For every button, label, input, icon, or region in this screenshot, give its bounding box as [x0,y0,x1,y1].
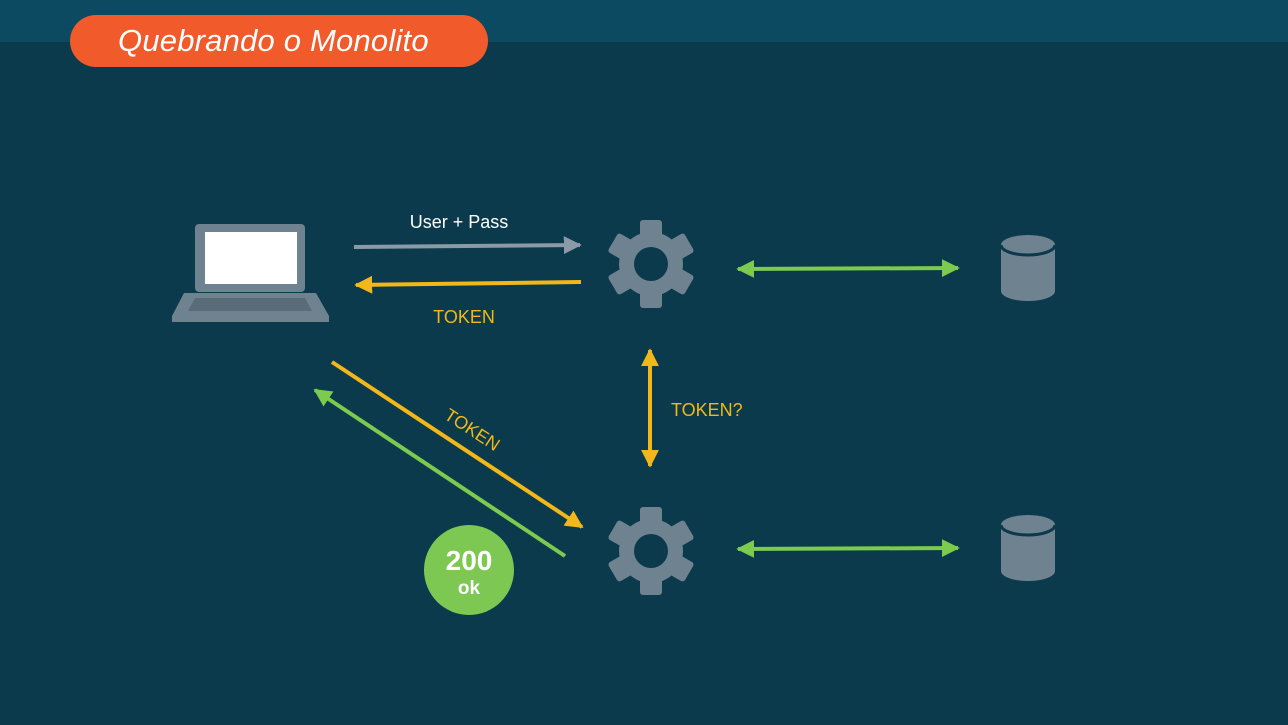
status-text: ok [458,578,481,599]
database-top-icon [999,235,1057,301]
status-code: 200 [446,545,493,576]
token-check-label: TOKEN? [671,400,743,420]
token-request-arrow [330,360,584,529]
auth-service-gear-icon [608,220,694,308]
auth-db-arrow [736,259,960,278]
status-badge: 200 ok [424,525,514,615]
credentials-arrow [353,236,582,255]
resource-db-arrow [736,539,960,558]
token-return-label: TOKEN [433,307,495,327]
token-diagonal-label: TOKEN [441,405,504,455]
resource-service-gear-icon [608,507,694,595]
database-bottom-icon [999,515,1057,581]
response-arrow [313,388,567,558]
page-title: Quebrando o Monolito [118,23,429,58]
laptop-icon [172,224,329,322]
user-pass-label: User + Pass [410,212,509,232]
token-return-arrow [354,275,582,294]
title-pill: Quebrando o Monolito [70,15,488,67]
